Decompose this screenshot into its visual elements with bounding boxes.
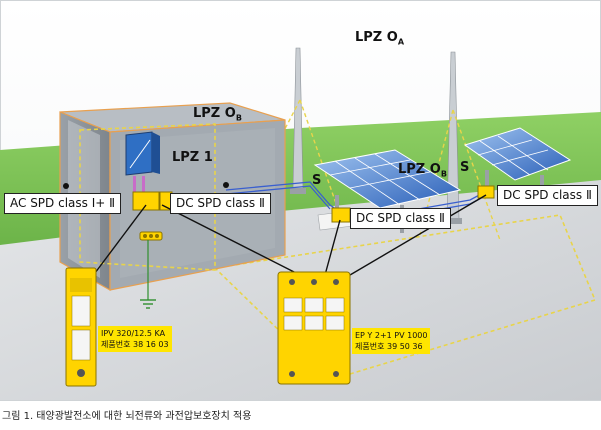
ipv-device-info: IPV 320/12.5 KA 제품번호 38 16 03 (98, 326, 172, 352)
separation-mark-right: S (460, 160, 470, 175)
separation-mark-left: S (312, 173, 322, 188)
spd-dc-middle (331, 207, 351, 223)
ipv-model: IPV 320/12.5 KA (101, 329, 166, 338)
pv-array-right (463, 127, 572, 199)
zone-label-lpz-ob-building: LPZ OB (193, 106, 242, 123)
lightning-rod-right (444, 51, 462, 224)
spd-ac-in-building (132, 191, 160, 211)
ep-model: EP Y 2+1 PV 1000 (355, 331, 428, 340)
zone-label-lpz-1: LPZ 1 (172, 150, 213, 165)
label-dc-spd-building: DC SPD class Ⅱ (170, 193, 271, 214)
zone-label-lpz-oa: LPZ OA (355, 30, 405, 47)
ep-device (277, 271, 351, 385)
ipv-product-number: 제품번호 38 16 03 (101, 340, 169, 349)
ipv-device (65, 267, 97, 387)
figure-caption: 그림 1. 태양광발전소에 대한 뇌전류와 과전압보호장치 적용 (2, 411, 252, 422)
label-dc-spd-right: DC SPD class Ⅱ (497, 185, 598, 206)
ep-device-info: EP Y 2+1 PV 1000 제품번호 39 50 36 (352, 328, 431, 354)
label-dc-spd-middle: DC SPD class Ⅱ (350, 208, 451, 229)
lightning-rod-left (290, 47, 306, 194)
ep-product-number: 제품번호 39 50 36 (355, 342, 423, 351)
label-ac-spd-class-1: AC SPD class I+ Ⅱ (4, 193, 122, 214)
spd-dc-right (477, 185, 495, 199)
zone-label-lpz-ob-field: LPZ OB (398, 162, 447, 179)
